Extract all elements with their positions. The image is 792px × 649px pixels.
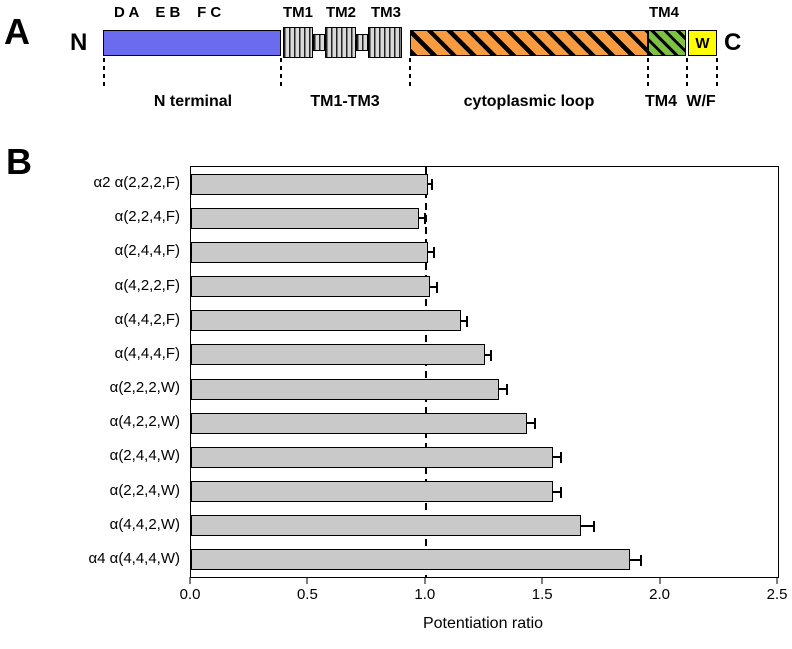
x-axis: 0.0 0.5 1.0 1.5 2.0 2.5 (180, 577, 787, 611)
panel-b-label: B (6, 141, 32, 182)
n-terminal-region (103, 30, 281, 56)
bar (191, 481, 553, 503)
error-bar-cap (592, 520, 595, 532)
boundary-dotted-line (647, 58, 649, 88)
x-tick-label: 2.0 (649, 586, 671, 603)
y-axis-label: α(2,2,4,F) (114, 208, 180, 226)
x-tick-label: 2.5 (766, 586, 788, 603)
bar (191, 207, 419, 229)
error-bar-cap (435, 281, 438, 293)
boundary-dotted-line (280, 58, 282, 88)
x-tick (306, 577, 308, 584)
tm1-tm2-linker (313, 34, 325, 51)
y-axis-label: α(4,4,2,F) (114, 310, 180, 328)
region-label-tm4: TM4 (645, 93, 677, 110)
reference-line (424, 167, 427, 577)
error-bar (461, 319, 469, 322)
error-bar-cap (534, 418, 537, 430)
plot-area (190, 166, 779, 578)
bar (191, 446, 553, 468)
error-bar-cap (505, 384, 508, 396)
bar (191, 276, 431, 298)
error-bar (498, 388, 508, 391)
boundary-dotted-line (716, 58, 718, 88)
tm4-top-label: TM4 (649, 4, 679, 21)
tm1-label: TM1 (283, 4, 313, 21)
bar (191, 344, 485, 366)
x-tick (541, 577, 543, 584)
y-axis-label: α4 α(4,4,4,W) (88, 549, 180, 567)
x-tick-label: 0.5 (296, 586, 318, 603)
tm2-tm3-linker (356, 34, 368, 51)
error-bar-cap (433, 247, 436, 259)
y-axis-label: α(4,4,4,F) (114, 344, 180, 362)
error-bar (484, 353, 492, 356)
y-axis-label: α(2,2,2,W) (109, 379, 180, 397)
x-tick-label: 0.0 (179, 586, 201, 603)
cytoplasmic-loop-region (410, 30, 648, 56)
x-tick (776, 577, 778, 584)
region-label-cytoplasmic-loop: cytoplasmic loop (463, 93, 595, 110)
error-bar-cap (559, 486, 562, 498)
y-axis-label: α(4,2,2,W) (109, 413, 180, 431)
binding-loop-letters: D A E B F C (114, 4, 222, 21)
x-axis-title: Potentiation ratio (422, 615, 544, 632)
error-bar-cap (489, 349, 492, 361)
bar (191, 241, 429, 263)
y-axis-label: α(4,2,2,F) (114, 276, 180, 294)
x-tick (189, 577, 191, 584)
wf-region: W (688, 30, 717, 56)
error-bar (552, 490, 562, 493)
panel-a-label: A (4, 11, 30, 52)
w-residue-label: W (695, 34, 710, 52)
error-bar (552, 456, 562, 459)
bars-layer (191, 167, 778, 577)
bar (191, 173, 429, 195)
error-bar (526, 422, 537, 425)
error-bar (428, 251, 436, 254)
x-tick-label: 1.5 (531, 586, 553, 603)
c-terminus-label: C (724, 29, 742, 56)
bar (191, 549, 631, 571)
error-bar (430, 285, 438, 288)
bar (191, 310, 462, 332)
x-tick (424, 577, 426, 584)
y-axis-label: α(2,4,4,F) (114, 242, 180, 260)
x-tick (659, 577, 661, 584)
error-bar (580, 524, 595, 527)
error-bar-cap (559, 452, 562, 464)
y-axis-label: α(4,4,2,W) (109, 515, 180, 533)
error-bar-cap (639, 554, 642, 566)
tm3-region (368, 27, 402, 58)
tm2-region (325, 27, 356, 58)
y-axis-label: α2 α(2,2,2,F) (93, 174, 180, 192)
region-label-n-terminal: N terminal (153, 93, 233, 110)
region-label-wf: W/F (686, 93, 716, 110)
error-bar (630, 558, 642, 561)
boundary-dotted-line (103, 58, 105, 88)
region-label-tm1-tm3: TM1-TM3 (310, 93, 380, 110)
tm2-label: TM2 (326, 4, 356, 21)
error-bar-cap (466, 315, 469, 327)
bar (191, 412, 527, 434)
error-bar-cap (423, 213, 426, 225)
bar (191, 378, 499, 400)
boundary-dotted-line (409, 58, 411, 88)
tm1-region (283, 27, 313, 58)
tm3-label: TM3 (371, 4, 401, 21)
error-bar-cap (430, 179, 433, 191)
y-axis-label: α(2,2,4,W) (109, 481, 180, 499)
tm4-region (648, 30, 686, 56)
y-axis-labels: α2 α(2,2,2,F) α(2,2,4,F) α(2,4,4,F) α(4,2,2… (0, 166, 184, 576)
error-bar (418, 217, 426, 220)
error-bar (428, 183, 433, 186)
x-tick-label: 1.0 (414, 586, 436, 603)
boundary-dotted-line (686, 58, 688, 88)
bar (191, 515, 581, 537)
n-terminus-label: N (70, 29, 88, 56)
y-axis-label: α(2,4,4,W) (109, 447, 180, 465)
